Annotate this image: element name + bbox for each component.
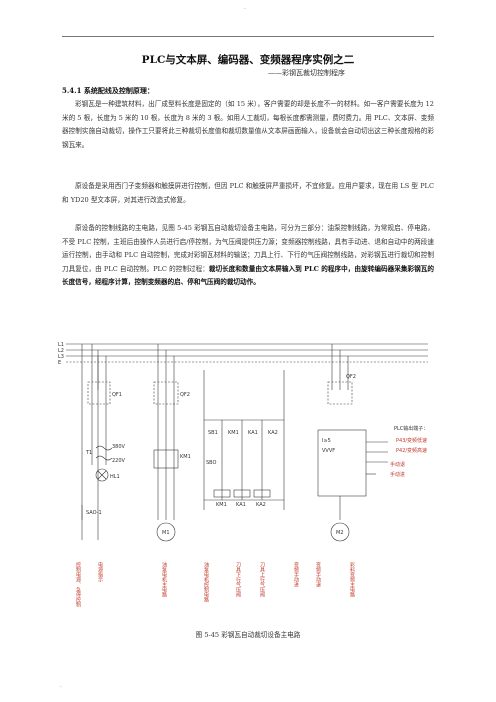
- coil-km1: KM1: [216, 502, 227, 508]
- manual-forward-label: 手动进: [390, 471, 405, 478]
- coil-ka1: KA1: [236, 502, 246, 508]
- transformer-primary: 380V: [112, 444, 126, 450]
- transformer-secondary: 220V: [112, 458, 126, 464]
- bus-label-l2: L2: [58, 348, 64, 354]
- bus-label-l1: L1: [58, 342, 64, 348]
- manual-back-label: 手动退: [390, 461, 405, 468]
- qf1-label: QF1: [112, 392, 122, 398]
- header-rule: [62, 36, 434, 37]
- sbo-label: SBO: [206, 460, 217, 466]
- km1-aux-label: KM1: [228, 430, 239, 436]
- inverter-rating: I≥5: [322, 438, 331, 444]
- label-vfd-back: 变频手动退: [315, 561, 321, 588]
- sb1-label: SB1: [208, 430, 218, 436]
- label-cutter-up: 刀具上行气压阀: [259, 562, 265, 598]
- plc-output-title: PLC输出端子：: [394, 425, 428, 432]
- motor-m2: M2: [336, 530, 344, 536]
- paragraph-2: 原设备是采用西门子变频器和触摸屏进行控制，但因 PLC 和触摸屏严重损坏，不宜修…: [62, 182, 434, 204]
- label-vfd-main: 彩料变频主电路: [349, 561, 355, 598]
- qf2-label: QF2: [180, 392, 190, 398]
- inverter-name: VVVF: [322, 448, 335, 454]
- footer-mark: .: [60, 682, 62, 689]
- document-title: PLC与文本屏、编码器、变频器程序实例之二: [141, 54, 355, 66]
- paragraph-1: 彩钢瓦是一种建筑材料，出厂成型料长度是固定的（如 15 米），客户需要的却是长度…: [62, 100, 434, 149]
- ka1-label: KA1: [248, 430, 258, 436]
- label-vfd-forward: 变频手动进: [293, 561, 299, 588]
- section-heading: 5.4.1 系统配线及控制原理：: [62, 86, 154, 95]
- document-subtitle: ——彩钢瓦裁切控制程序: [268, 69, 345, 77]
- qf2b-label: QF2: [346, 374, 356, 380]
- header-mark: .: [244, 4, 246, 11]
- stop-switch-label: SAO-1: [86, 510, 102, 516]
- label-pump-control: 油泵电机控制电路: [203, 561, 209, 603]
- label-cutter-down: 刀具下行气压阀: [235, 562, 241, 598]
- bus-label-l3: L3: [58, 354, 64, 360]
- paragraph-3-bold: 裁切长度和数量由文本屏输入到 PLC 的程序中，由旋转编码器采集彩钢瓦的长度信号…: [62, 264, 434, 287]
- plc-output-high: P42/变频高速: [396, 447, 427, 454]
- circuit-diagram: L1 L2 L3 E QF1 QF2 QF2 380V 220V T1 HL1 …: [58, 342, 428, 608]
- label-control-power: 控制电源、急停控制: [75, 561, 81, 608]
- motor-m1: M1: [162, 530, 170, 536]
- ka2-label: KA2: [268, 430, 278, 436]
- paragraph-3-text: 原设备的控制线路的主电路，见图 5-45 彩钢瓦自动裁切设备主电路，可分为三部分…: [62, 224, 434, 273]
- figure-caption: 图 5-45 彩钢瓦自动裁切设备主电路: [195, 631, 301, 639]
- bus-label-e: E: [58, 360, 61, 366]
- km1-contactor-label: KM1: [180, 454, 191, 460]
- paragraph-3: 原设备的控制线路的主电路，见图 5-45 彩钢瓦自动裁切设备主电路，可分为三部分…: [62, 222, 434, 290]
- plc-output-low: P43/变频低速: [396, 437, 427, 444]
- transformer-name: T1: [85, 450, 92, 456]
- lamp-label: HL1: [110, 474, 120, 480]
- coil-ka2: KA2: [256, 502, 266, 508]
- label-pump-main: 油泵电机主电路: [161, 561, 167, 598]
- label-power-indicator: 电源指示: [97, 561, 103, 582]
